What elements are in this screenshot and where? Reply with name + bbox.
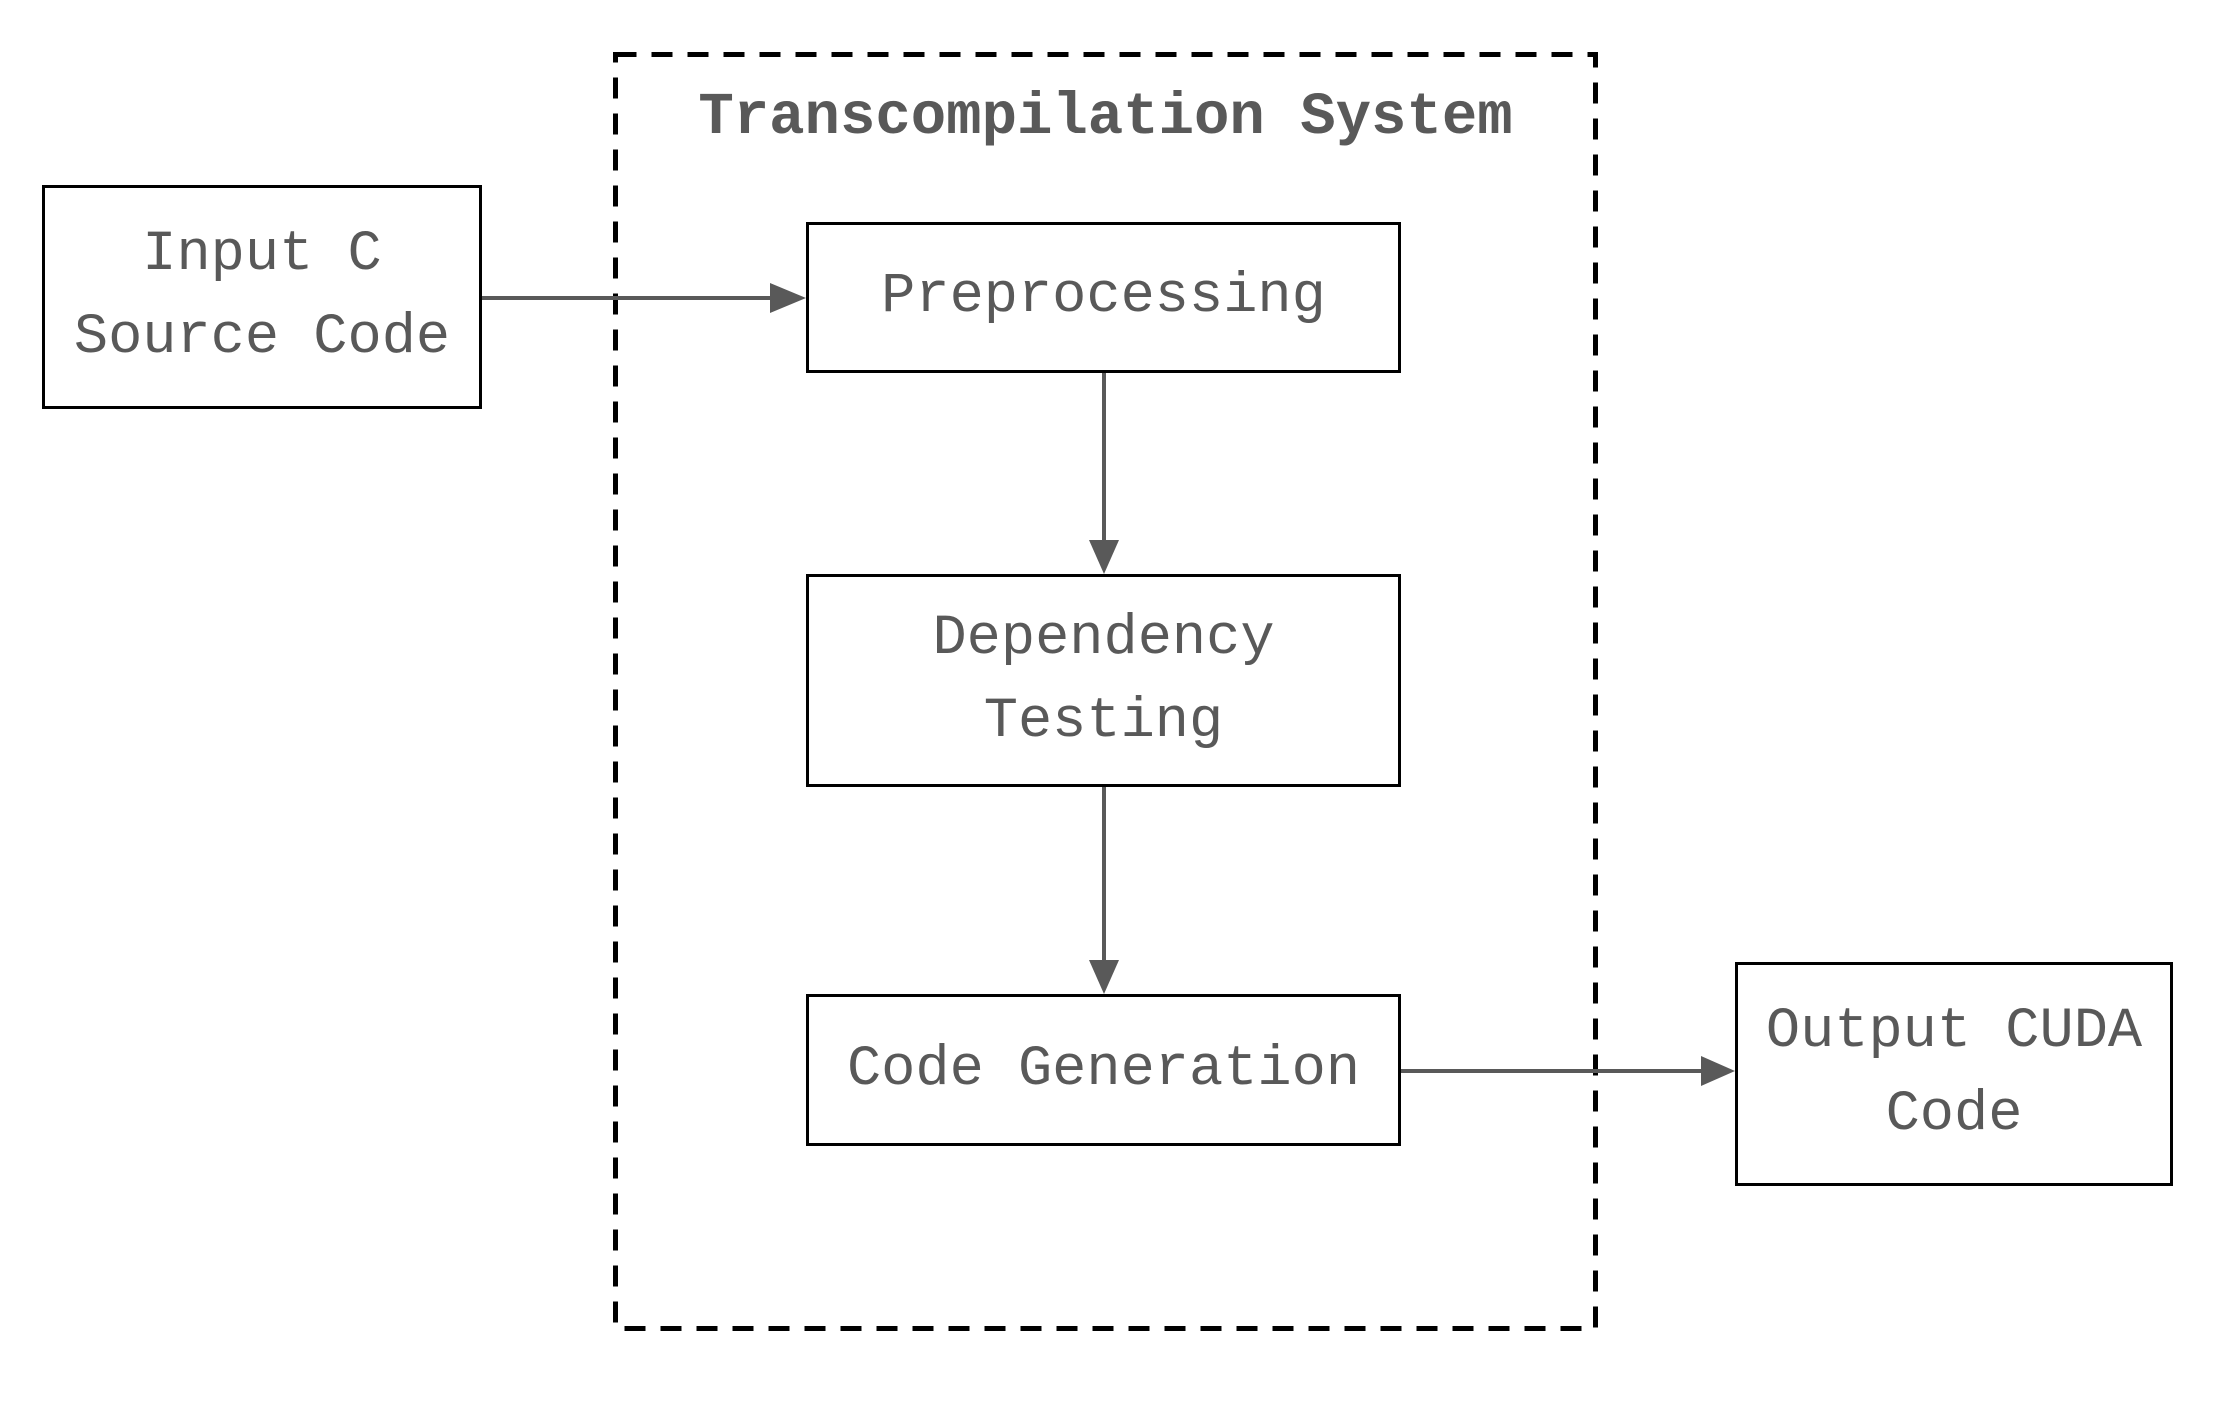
arrow-code-generation-to-output [1401, 1056, 1735, 1086]
node-dependency-testing: Dependency Testing [806, 574, 1401, 787]
transcompilation-system-boundary [613, 52, 1598, 1331]
node-preprocessing: Preprocessing [806, 222, 1401, 373]
arrow-input-to-preprocessing [482, 283, 806, 313]
arrow-preprocessing-to-dependency-testing [1089, 373, 1119, 574]
node-label: Code Generation [846, 1037, 1361, 1102]
system-title: Transcompilation System [698, 84, 1513, 151]
node-label: Preprocessing [881, 265, 1326, 330]
node-label: Input C Source Code [73, 223, 451, 370]
node-code-generation: Code Generation [806, 994, 1401, 1146]
node-output-cuda-code: Output CUDA Code [1735, 962, 2173, 1186]
arrow-dependency-testing-to-code-generation [1089, 787, 1119, 994]
node-label: Dependency Testing [932, 606, 1275, 754]
node-label: Output CUDA Code [1765, 1000, 2143, 1147]
node-input-c-source-code: Input C Source Code [42, 185, 482, 409]
